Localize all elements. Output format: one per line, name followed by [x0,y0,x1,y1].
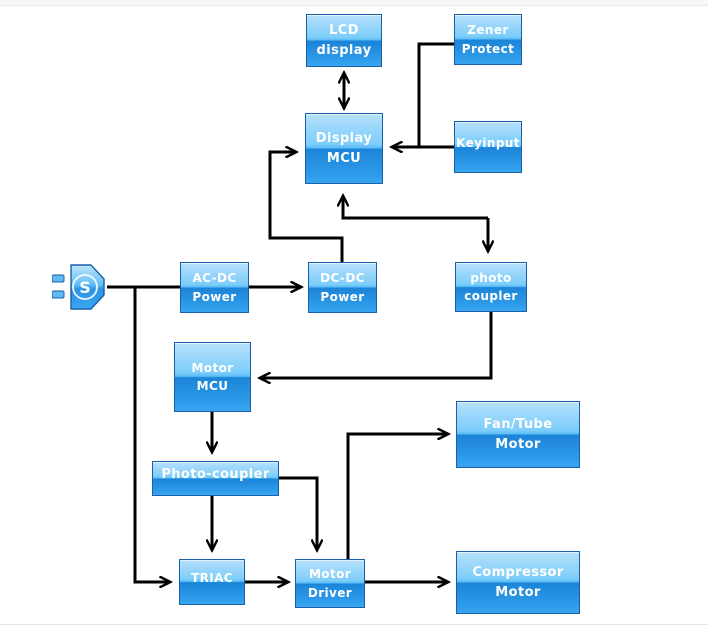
node-fan-tube-motor[interactable]: Fan/Tube Motor [456,401,580,468]
node-zener-protect-line1: Zener [467,23,509,38]
wire-motordriver-to-fantube [346,434,448,559]
node-motor-driver-line1: Motor [308,567,352,582]
top-divider [0,0,708,6]
node-display-mcu[interactable]: Display MCU [305,113,383,184]
node-ac-dc-power-line1: AC-DC [192,271,237,286]
node-lcd-display-line1: LCD [329,22,359,38]
node-photo-coupler-top-line1: photo [470,270,512,285]
node-zener-protect-line2: Protect [461,41,515,56]
wire-plug-to-triac [133,287,170,582]
node-motor-driver-line2: Driver [307,585,353,600]
node-keyinput[interactable]: Keyinput [454,121,522,173]
node-fan-tube-motor-line1: Fan/Tube [483,416,553,432]
node-motor-driver[interactable]: Motor Driver [295,559,365,608]
node-fan-tube-motor-line2: Motor [495,436,541,452]
power-plug-icon: S [52,262,108,312]
node-lcd-display-line2: display [316,42,372,58]
node-triac[interactable]: TRIAC [179,559,245,605]
node-motor-mcu[interactable]: Motor MCU [174,342,251,412]
node-compressor-motor-line1: Compressor [472,564,564,580]
wire-photocoupler-to-motormcu [260,324,493,378]
wire-photocoupler-to-motordriver [279,476,317,550]
node-photo-coupler-top[interactable]: photo coupler [455,262,527,312]
wire-dcdc-to-mcu [268,152,344,262]
node-dc-dc-power[interactable]: DC-DC Power [308,262,377,313]
node-compressor-motor[interactable]: Compressor Motor [456,551,580,614]
node-zener-protect[interactable]: Zener Protect [454,14,522,65]
node-ac-dc-power[interactable]: AC-DC Power [180,262,249,313]
node-compressor-motor-line2: Motor [495,584,541,600]
node-photo-coupler[interactable]: Photo-coupler [152,461,279,496]
node-display-mcu-line1: Display [315,130,373,146]
node-motor-mcu-line1: Motor [191,360,234,375]
bottom-divider [0,624,708,625]
node-motor-mcu-line2: MCU [196,379,229,393]
node-ac-dc-power-line2: Power [192,289,237,304]
node-triac-label: TRIAC [191,570,233,585]
node-photo-coupler-top-line2: coupler [464,289,518,303]
node-photo-coupler-label: Photo-coupler [161,466,270,482]
node-display-mcu-line2: MCU [326,150,362,166]
plug-label: S [79,278,91,297]
wire-bus-to-mcu-bottom [343,196,488,220]
node-keyinput-label: Keyinput [456,135,520,150]
node-lcd-display[interactable]: LCD display [306,14,382,67]
node-dc-dc-power-line1: DC-DC [320,271,365,286]
node-dc-dc-power-line2: Power [320,289,365,304]
wire-zener-to-bus [417,42,454,147]
